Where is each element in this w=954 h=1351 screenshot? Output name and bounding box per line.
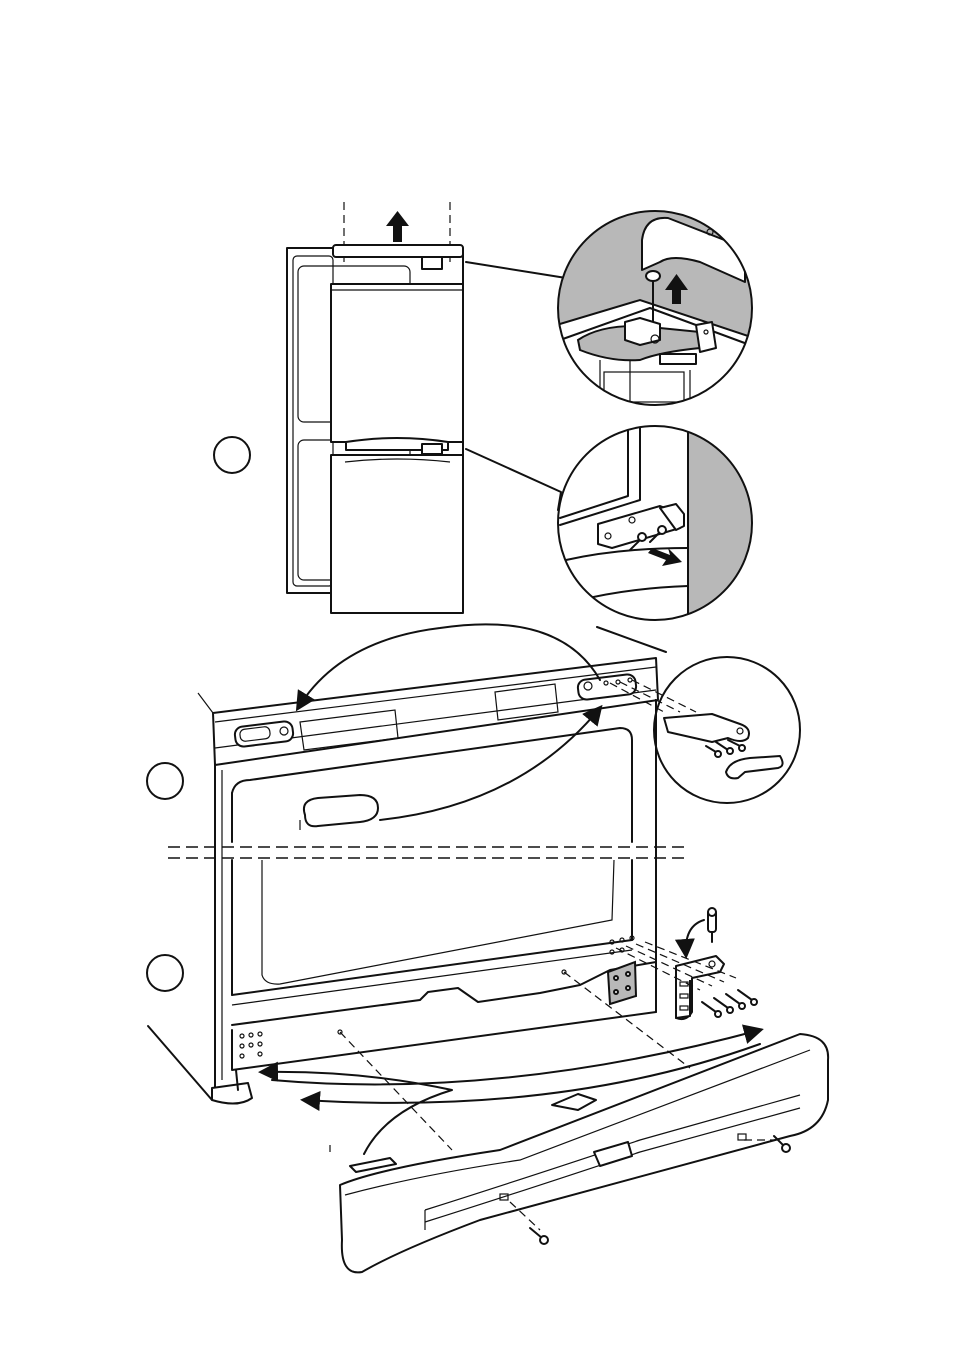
vent-holes-left — [240, 1032, 262, 1058]
hinge-cover-panel — [213, 658, 658, 765]
plinth-panel — [262, 972, 828, 1272]
top-cover — [333, 245, 463, 257]
step-2-marker — [147, 763, 183, 799]
door-handle — [304, 795, 378, 826]
callout-leader-top — [466, 262, 566, 298]
fridge-front-view — [287, 202, 566, 613]
fridge-base-view — [148, 627, 690, 1104]
callout-leader-middle — [466, 449, 561, 510]
hinge-bracket-parts — [616, 908, 757, 1019]
step-1-marker — [214, 437, 250, 473]
callout-middle-hinge-detail — [540, 420, 780, 640]
callout-top-hinge-detail — [540, 200, 780, 420]
step-3-marker — [147, 955, 183, 991]
lift-arrow-icon — [386, 211, 409, 242]
lower-door — [331, 455, 463, 613]
upper-door — [331, 284, 463, 442]
mounting-plate — [608, 962, 636, 1004]
left-foot — [212, 1083, 252, 1104]
